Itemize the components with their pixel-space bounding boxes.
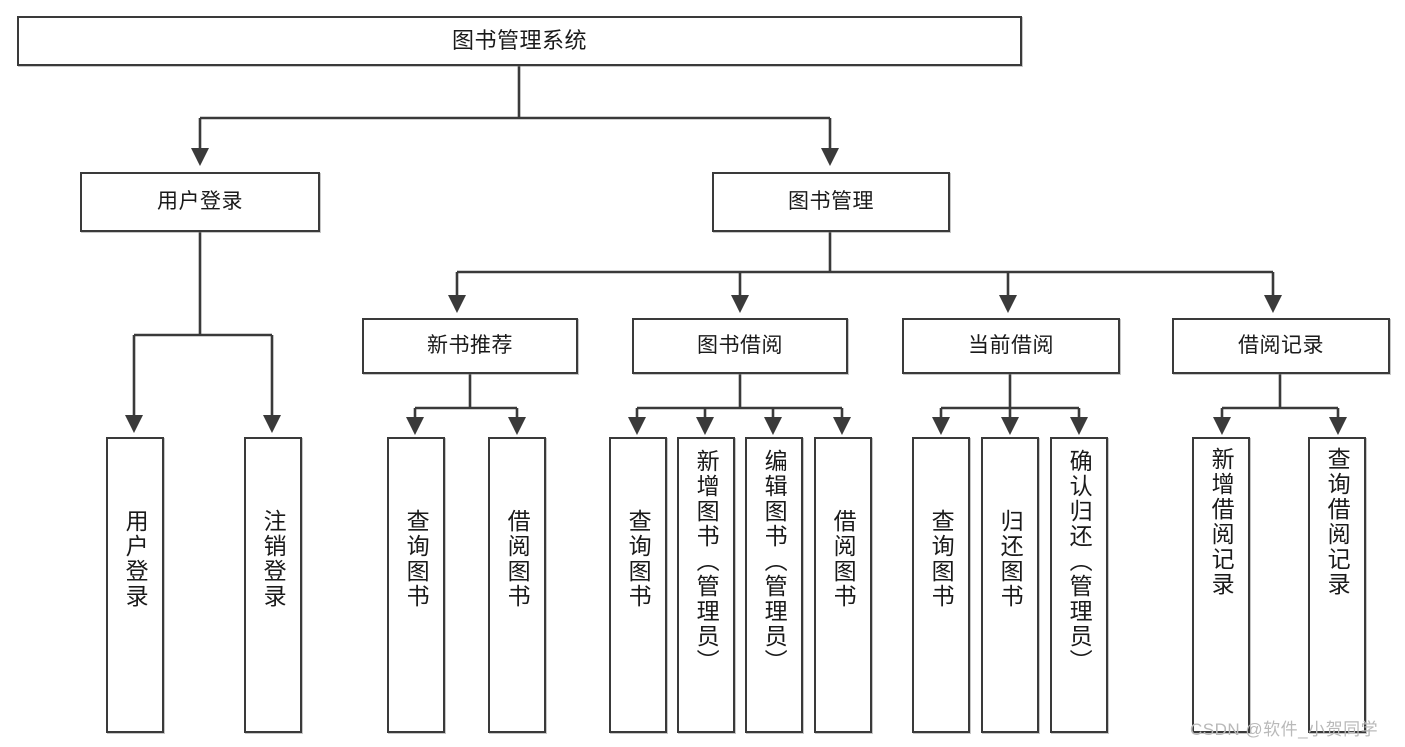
leaf-borrow-book[interactable]: 借阅图书 xyxy=(814,437,872,733)
leaf-user-login[interactable]: 用户登录 xyxy=(106,437,164,733)
leaf-add-borrow-record[interactable]: 新增借阅记录 xyxy=(1192,437,1250,733)
node-label: 查询借阅记录 xyxy=(1324,447,1351,597)
leaf-query-book-borrow[interactable]: 查询图书 xyxy=(609,437,667,733)
leaf-query-book-current[interactable]: 查询图书 xyxy=(912,437,970,733)
node-book-management[interactable]: 图书管理 xyxy=(712,172,950,232)
node-label: 图书管理系统 xyxy=(451,28,587,54)
node-new-book-recommend[interactable]: 新书推荐 xyxy=(362,318,578,374)
node-borrow-record[interactable]: 借阅记录 xyxy=(1172,318,1390,374)
node-root-system[interactable]: 图书管理系统 xyxy=(17,16,1022,66)
leaf-query-book-newbook[interactable]: 查询图书 xyxy=(387,437,445,733)
leaf-user-logout[interactable]: 注销登录 xyxy=(244,437,302,733)
node-label: 借阅图书 xyxy=(504,509,531,609)
node-label: 新书推荐 xyxy=(427,333,513,357)
node-label: 确认归还（管理员） xyxy=(1066,449,1093,674)
node-label: 归还图书 xyxy=(997,509,1024,609)
csdn-watermark: CSDN @软件_小贺同学 xyxy=(1190,720,1379,739)
node-label: 用户登录 xyxy=(122,509,149,609)
leaf-borrow-book-newbook[interactable]: 借阅图书 xyxy=(488,437,546,733)
leaf-edit-book-admin[interactable]: 编辑图书（管理员） xyxy=(745,437,803,733)
node-label: 图书借阅 xyxy=(697,333,783,357)
leaf-return-book[interactable]: 归还图书 xyxy=(981,437,1039,733)
node-label: 借阅图书 xyxy=(830,509,857,609)
node-label: 借阅记录 xyxy=(1238,333,1324,357)
node-label: 新增借阅记录 xyxy=(1208,447,1235,597)
node-label: 新增图书（管理员） xyxy=(693,449,720,674)
leaf-add-book-admin[interactable]: 新增图书（管理员） xyxy=(677,437,735,733)
node-label: 查询图书 xyxy=(625,509,652,609)
node-current-borrow[interactable]: 当前借阅 xyxy=(902,318,1120,374)
node-label: 编辑图书（管理员） xyxy=(761,449,788,674)
node-label: 用户登录 xyxy=(157,189,243,213)
leaf-query-borrow-record[interactable]: 查询借阅记录 xyxy=(1308,437,1366,733)
node-label: 图书管理 xyxy=(788,189,874,213)
node-book-borrow[interactable]: 图书借阅 xyxy=(632,318,848,374)
node-label: 查询图书 xyxy=(403,509,430,609)
node-label: 查询图书 xyxy=(928,509,955,609)
node-label: 注销登录 xyxy=(260,509,287,609)
node-user-login[interactable]: 用户登录 xyxy=(80,172,320,232)
leaf-confirm-return-admin[interactable]: 确认归还（管理员） xyxy=(1050,437,1108,733)
node-label: 当前借阅 xyxy=(968,333,1054,357)
